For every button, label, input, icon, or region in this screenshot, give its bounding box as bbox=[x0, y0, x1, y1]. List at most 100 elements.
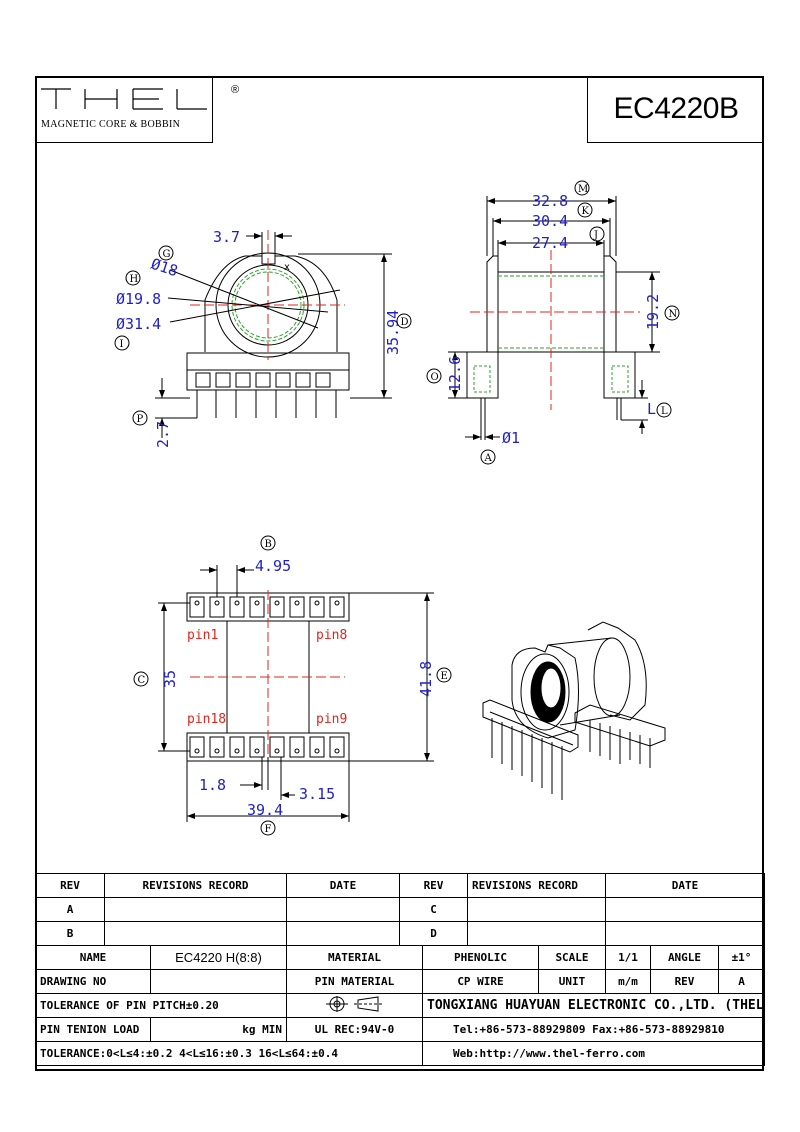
svg-text:E: E bbox=[441, 671, 448, 682]
callout-J: J bbox=[589, 226, 605, 242]
dim-front-height: 35.94 bbox=[384, 310, 402, 355]
drawing-no-label: DRAWING NO bbox=[35, 969, 151, 994]
svg-text:H: H bbox=[130, 274, 139, 285]
callout-F: F bbox=[260, 820, 276, 836]
projection-symbol bbox=[286, 993, 423, 1018]
svg-text:D: D bbox=[401, 317, 409, 328]
scale-value: 1/1 bbox=[605, 945, 651, 970]
unit-value: m/m bbox=[605, 969, 651, 994]
dim-width-27-4: 27.4 bbox=[532, 234, 568, 252]
dim-diameter-31-4: Ø31.4 bbox=[116, 315, 161, 333]
dim-overall-41-8: 41.8 bbox=[417, 661, 435, 697]
logo-box: ® MAGNETIC CORE & BOBBIN bbox=[35, 76, 239, 143]
label-pin1: pin1 bbox=[187, 628, 218, 643]
callout-N: N bbox=[664, 305, 680, 321]
callout-H: H bbox=[125, 270, 141, 286]
rev-d: D bbox=[399, 921, 468, 946]
ul-rec: UL REC:94V-0 bbox=[286, 1017, 423, 1042]
side-view bbox=[448, 196, 660, 440]
angle-value: ±1° bbox=[717, 945, 766, 970]
date-header-2: DATE bbox=[604, 873, 766, 898]
svg-text:O: O bbox=[431, 372, 439, 383]
dim-width-30-4: 30.4 bbox=[532, 212, 568, 230]
revisions-record-header-2: REVISIONS RECORD bbox=[467, 873, 606, 898]
label-pin8: pin8 bbox=[316, 628, 347, 643]
rev-value: A bbox=[717, 969, 766, 994]
pin-material-value: CP WIRE bbox=[422, 969, 539, 994]
rev-c: C bbox=[399, 897, 468, 922]
mark-x: x bbox=[284, 262, 290, 273]
first-angle-projection-icon bbox=[325, 996, 384, 1012]
rev-b: B bbox=[35, 921, 105, 946]
dim-offset-3-15: 3.15 bbox=[299, 785, 335, 803]
svg-text:G: G bbox=[163, 249, 171, 260]
callout-B: B bbox=[260, 535, 276, 551]
contact-tel-fax: Tel:+86-573-88929809 Fax:+86-573-8892981… bbox=[421, 1017, 766, 1042]
dim-pin-pitch: 4.95 bbox=[255, 557, 291, 575]
svg-text:F: F bbox=[265, 824, 272, 835]
callout-C: C bbox=[133, 671, 149, 687]
dim-height-12-6: 12.6 bbox=[446, 356, 464, 392]
thel-logo bbox=[41, 88, 207, 110]
dim-diameter-19-8: Ø19.8 bbox=[116, 290, 161, 308]
rev-label: REV bbox=[650, 969, 719, 994]
svg-text:M: M bbox=[578, 184, 588, 195]
logo-subtitle: MAGNETIC CORE & BOBBIN bbox=[41, 119, 181, 130]
svg-text:K: K bbox=[582, 206, 590, 217]
title-block: REV REVISIONS RECORD DATE REV REVISIONS … bbox=[35, 873, 766, 1066]
svg-text:C: C bbox=[138, 675, 146, 686]
svg-text:N: N bbox=[669, 309, 678, 320]
unit-label: UNIT bbox=[538, 969, 606, 994]
scale-label: SCALE bbox=[538, 945, 606, 970]
pin-load-label: PIN TENION LOAD bbox=[35, 1017, 151, 1042]
callout-M: M bbox=[574, 180, 590, 196]
callout-G: G bbox=[158, 245, 174, 261]
dim-pin-length: 2.7 bbox=[154, 421, 172, 448]
callout-L: L bbox=[656, 402, 672, 418]
callout-D: D bbox=[396, 313, 412, 329]
name-label: NAME bbox=[35, 945, 151, 970]
dim-pin-diameter: Ø1 bbox=[502, 429, 520, 447]
svg-text:J: J bbox=[593, 230, 598, 241]
part-number: EC4220B bbox=[587, 76, 764, 143]
label-pin18: pin18 bbox=[187, 712, 226, 727]
material-label: MATERIAL bbox=[286, 945, 423, 970]
svg-text:P: P bbox=[137, 414, 144, 425]
svg-text:B: B bbox=[265, 539, 272, 550]
general-tolerance: TOLERANCE:0<L≤4:±0.2 4<L≤16:±0.3 16<L≤64… bbox=[35, 1041, 423, 1066]
callout-A: A bbox=[480, 449, 496, 465]
registered-mark: ® bbox=[231, 84, 240, 96]
name-value: EC4220 H(8:8) bbox=[150, 945, 287, 970]
pin-material-label: PIN MATERIAL bbox=[286, 969, 423, 994]
callout-E: E bbox=[436, 667, 452, 683]
dim-pin-length-L: L bbox=[647, 400, 656, 418]
dim-slot-width: 3.7 bbox=[213, 228, 240, 246]
bottom-view bbox=[158, 565, 434, 822]
material-value: PHENOLIC bbox=[422, 945, 539, 970]
website: Web:http://www.thel-ferro.com bbox=[421, 1041, 766, 1066]
svg-text:L: L bbox=[661, 406, 668, 417]
svg-text:A: A bbox=[484, 453, 493, 464]
front-view bbox=[155, 230, 392, 438]
technical-drawing: 3.7 Ø18 Ø19.8 Ø31.4 35.94 2.7 x G H I D … bbox=[114, 180, 680, 836]
rev-header-2: REV bbox=[399, 873, 468, 898]
revisions-record-header-1: REVISIONS RECORD bbox=[104, 873, 287, 898]
isometric-view bbox=[482, 621, 666, 800]
rev-header-1: REV bbox=[35, 873, 105, 898]
dim-width-32-8: 32.8 bbox=[532, 192, 568, 210]
svg-text:I: I bbox=[120, 339, 124, 350]
date-header-1: DATE bbox=[286, 873, 400, 898]
dim-offset-1-8: 1.8 bbox=[199, 776, 226, 794]
dim-overall-39-4: 39.4 bbox=[247, 801, 283, 819]
callout-K: K bbox=[577, 202, 593, 218]
pin-load-unit: kg MIN bbox=[150, 1017, 287, 1042]
dim-height-19-2: 19.2 bbox=[644, 294, 662, 330]
drawing-sheet bbox=[35, 76, 764, 1071]
callout-P: P bbox=[132, 410, 148, 426]
callout-O: O bbox=[426, 368, 442, 384]
label-pin9: pin9 bbox=[316, 712, 347, 727]
rev-a: A bbox=[35, 897, 105, 922]
angle-label: ANGLE bbox=[650, 945, 719, 970]
dim-row-spacing-35: 35 bbox=[161, 670, 179, 688]
callout-I: I bbox=[114, 335, 130, 351]
